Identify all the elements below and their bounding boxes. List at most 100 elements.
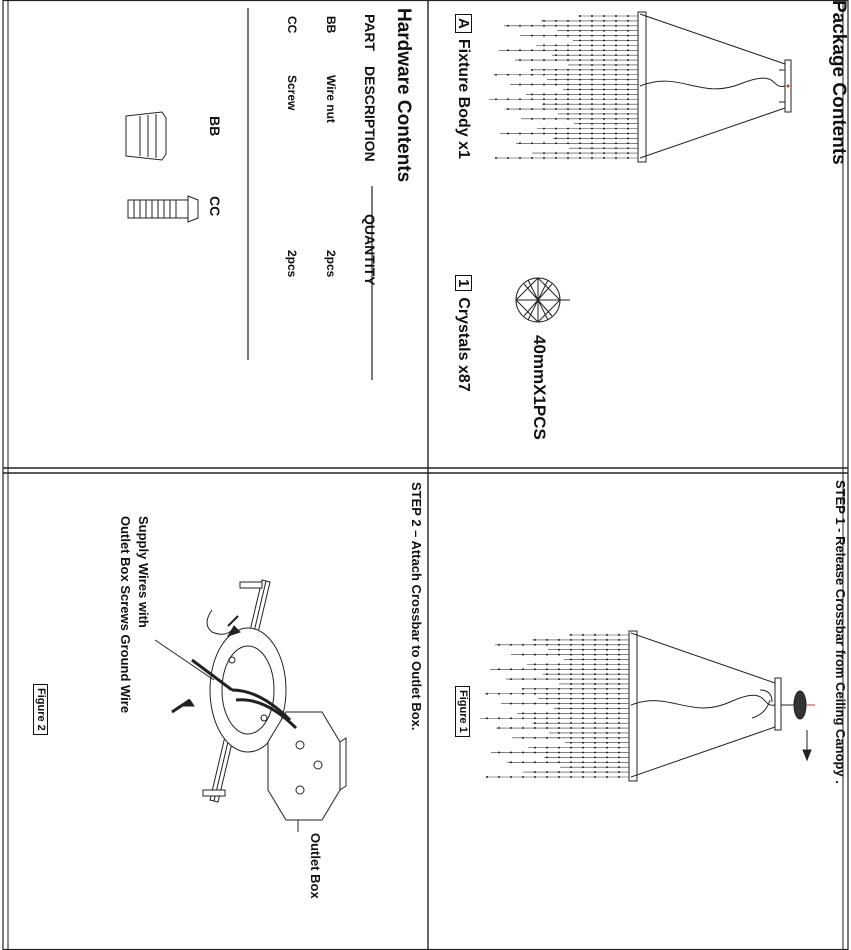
crystal-bead — [594, 697, 596, 700]
crystal-bead — [627, 68, 629, 71]
crystal-bead — [582, 682, 584, 685]
crystal-bead — [591, 44, 593, 47]
crystal-bead — [519, 132, 521, 135]
crystal-bead — [582, 771, 584, 774]
crystal-bead — [582, 658, 584, 661]
crystal-bead — [543, 117, 545, 120]
crystal-bead — [570, 731, 572, 734]
crystal-bead — [531, 24, 533, 27]
crystal-bead — [555, 83, 557, 86]
crystal-bead — [567, 68, 569, 71]
crystal-bead — [606, 663, 608, 666]
crystal-bead — [555, 132, 557, 135]
crystal-bead — [591, 29, 593, 32]
crystal-bead — [579, 24, 581, 27]
crystal-strands-a — [489, 15, 638, 159]
crystal-bead — [546, 653, 548, 656]
wire-nut-label: BB — [207, 116, 223, 137]
crystal-bead — [543, 73, 545, 76]
crystal-bead — [534, 702, 536, 705]
crystal-bead — [618, 663, 620, 666]
crystal-bead — [594, 731, 596, 734]
crystal-bead — [615, 103, 617, 106]
crystal-bead — [531, 98, 533, 101]
crystal-bead — [582, 727, 584, 730]
crystal-bead — [579, 15, 581, 17]
crystal-bead — [510, 717, 512, 720]
crystal-bead — [603, 142, 605, 145]
crystal-bead — [567, 34, 569, 37]
crystal-bead — [606, 722, 608, 725]
figure-2-drawing — [154, 579, 347, 832]
crystal-bead — [615, 98, 617, 101]
crystal-bead — [615, 117, 617, 120]
hw-row-cc-description: Screw — [285, 75, 299, 111]
crystal-bead — [534, 653, 536, 656]
crystal-bead — [582, 663, 584, 666]
crystal-bead — [591, 34, 593, 37]
crystal-bead — [603, 24, 605, 27]
crystal-bead — [627, 88, 629, 91]
hw-header-part: PART — [362, 14, 378, 52]
crystal-bead — [603, 19, 605, 22]
crystal-bead — [546, 673, 548, 676]
crystal-bead — [531, 83, 533, 86]
crystal-bead — [555, 108, 557, 111]
crystal-bead — [591, 68, 593, 71]
crystal-bead — [591, 147, 593, 150]
crystal-bead — [615, 54, 617, 57]
crystal-bead — [558, 638, 560, 641]
crystal-bead — [603, 157, 605, 159]
crystal-bead — [558, 717, 560, 720]
crystal-bead — [603, 29, 605, 32]
crystal-bead — [519, 157, 521, 159]
crystal-bead — [570, 707, 572, 710]
crystal-bead — [594, 673, 596, 676]
crystal-bead — [570, 682, 572, 685]
crystal-bead — [606, 702, 608, 705]
crystal-bead — [534, 712, 536, 715]
crystal-bead — [543, 19, 545, 22]
crystal-bead — [618, 678, 620, 681]
crystal-bead — [543, 93, 545, 96]
crystal-bead — [591, 88, 593, 91]
step-1-title: STEP 1 - Release Crossbar from Ceiling C… — [833, 480, 848, 784]
crystal-bead — [510, 761, 512, 764]
crystal-bead — [555, 49, 557, 52]
fixture-body-drawing — [637, 11, 792, 163]
crystal-bead — [567, 24, 569, 27]
crystal-bead — [594, 776, 596, 778]
crystal-bead — [591, 24, 593, 27]
crystal-bead — [606, 658, 608, 661]
crystal-bead — [618, 697, 620, 700]
crystal-bead — [558, 643, 560, 646]
crystal-bead — [570, 702, 572, 705]
crystal-bead — [570, 766, 572, 769]
crystal-bead — [618, 741, 620, 744]
crystal-bead — [579, 54, 581, 57]
crystal-bead — [558, 692, 560, 695]
crystal-bead — [615, 39, 617, 42]
crystal-bead — [498, 717, 500, 720]
crystal-bead — [567, 103, 569, 106]
crystal-bead — [534, 776, 536, 778]
crystal-bead — [627, 93, 629, 96]
figure-2-label: Figure 2 — [33, 684, 48, 735]
crystal-bead — [546, 722, 548, 725]
crystal-bead — [555, 73, 557, 76]
crystal-bead — [594, 658, 596, 661]
crystals-code: 1 — [455, 275, 472, 292]
hw-row-bb-part: BB — [324, 16, 338, 34]
crystal-bead — [567, 29, 569, 32]
crystal-bead — [627, 132, 629, 135]
crystal-bead — [534, 761, 536, 764]
crystal-bead — [603, 63, 605, 66]
crystal-bead — [507, 73, 509, 76]
crystal-bead — [534, 746, 536, 749]
crystal-bead — [555, 117, 557, 120]
crystal-bead — [591, 39, 593, 42]
crystal-bead — [531, 93, 533, 96]
crystal-bead — [522, 653, 524, 656]
crystal-bead — [570, 673, 572, 676]
crystal-bead — [570, 756, 572, 759]
